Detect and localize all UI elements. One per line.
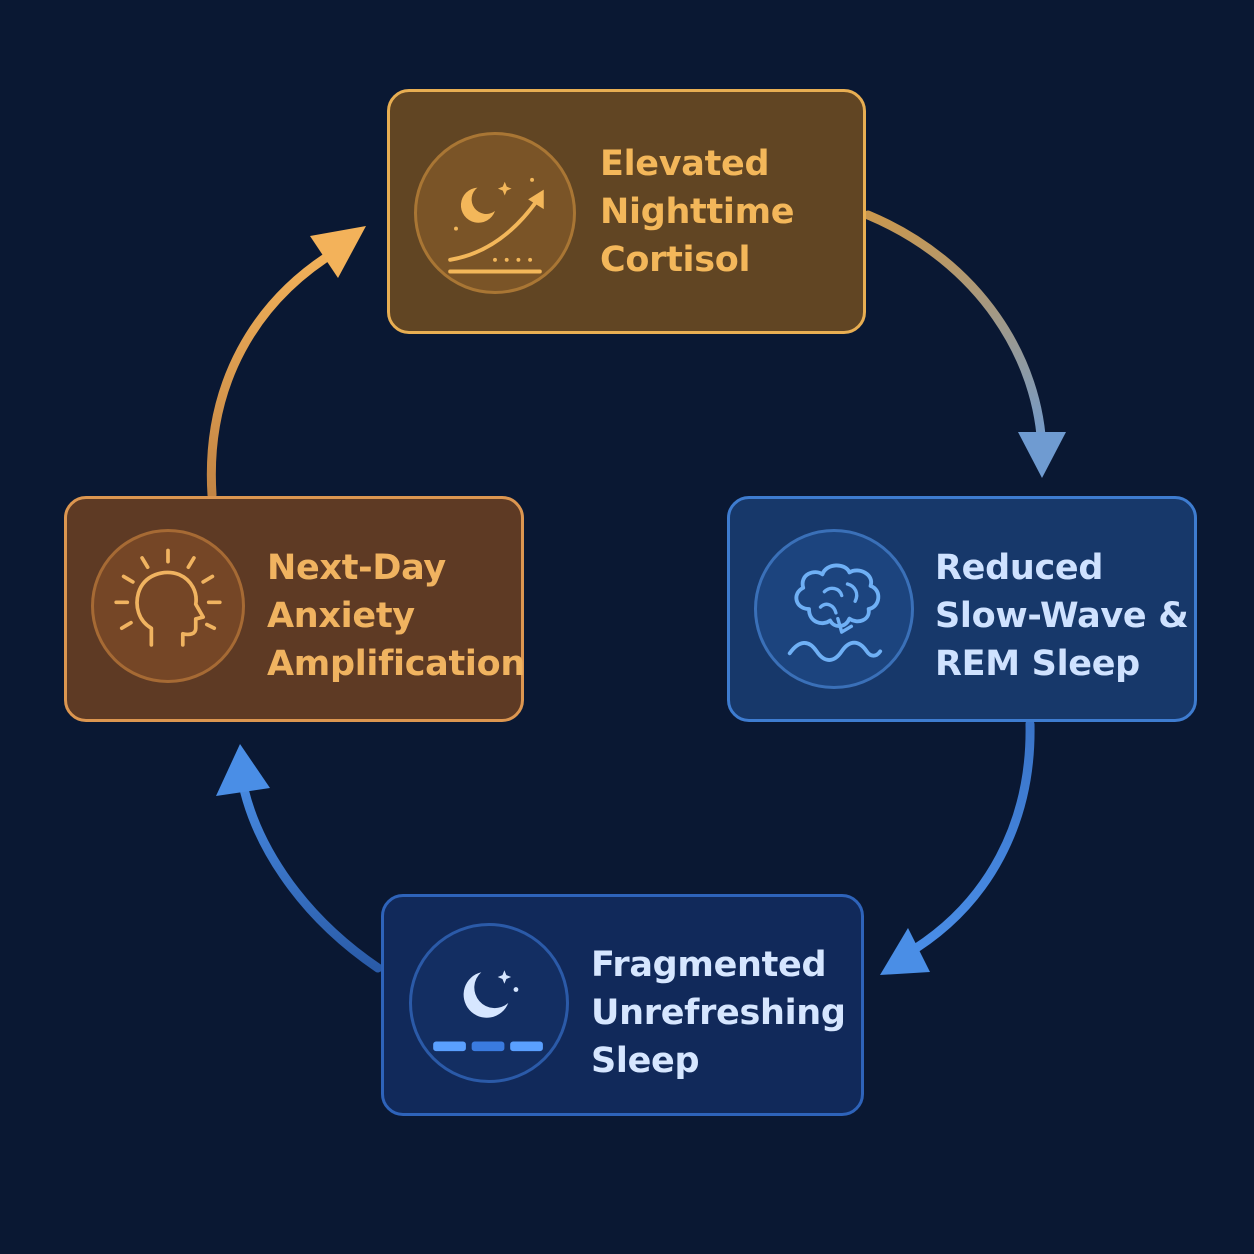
moon-rising-curve-icon (414, 132, 576, 294)
step-card-elevated-cortisol: Elevated Nighttime Cortisol (387, 89, 866, 334)
arrow-anxiety-to-cortisol (206, 226, 366, 500)
step-card-anxiety-amplification: Next-Day Anxiety Amplification (64, 496, 525, 722)
arrow-frag-to-anxiety (216, 744, 383, 973)
step-card-fragmented-sleep: Fragmented Unrefreshing Sleep (381, 894, 864, 1116)
brain-wave-icon (754, 529, 914, 689)
step-label: Fragmented Unrefreshing Sleep (591, 945, 846, 1081)
step-label: Elevated Nighttime Cortisol (600, 144, 795, 280)
arrow-cortisol-to-rem (863, 210, 1066, 478)
head-radiating-icon (91, 529, 245, 683)
step-card-reduced-sleep: Reduced Slow-Wave & REM Sleep (727, 496, 1197, 722)
arrow-rem-to-frag (880, 719, 1035, 975)
step-label: Next-Day Anxiety Amplification (267, 548, 525, 684)
step-label: Reduced Slow-Wave & REM Sleep (935, 548, 1189, 684)
moon-broken-line-icon (409, 923, 569, 1083)
